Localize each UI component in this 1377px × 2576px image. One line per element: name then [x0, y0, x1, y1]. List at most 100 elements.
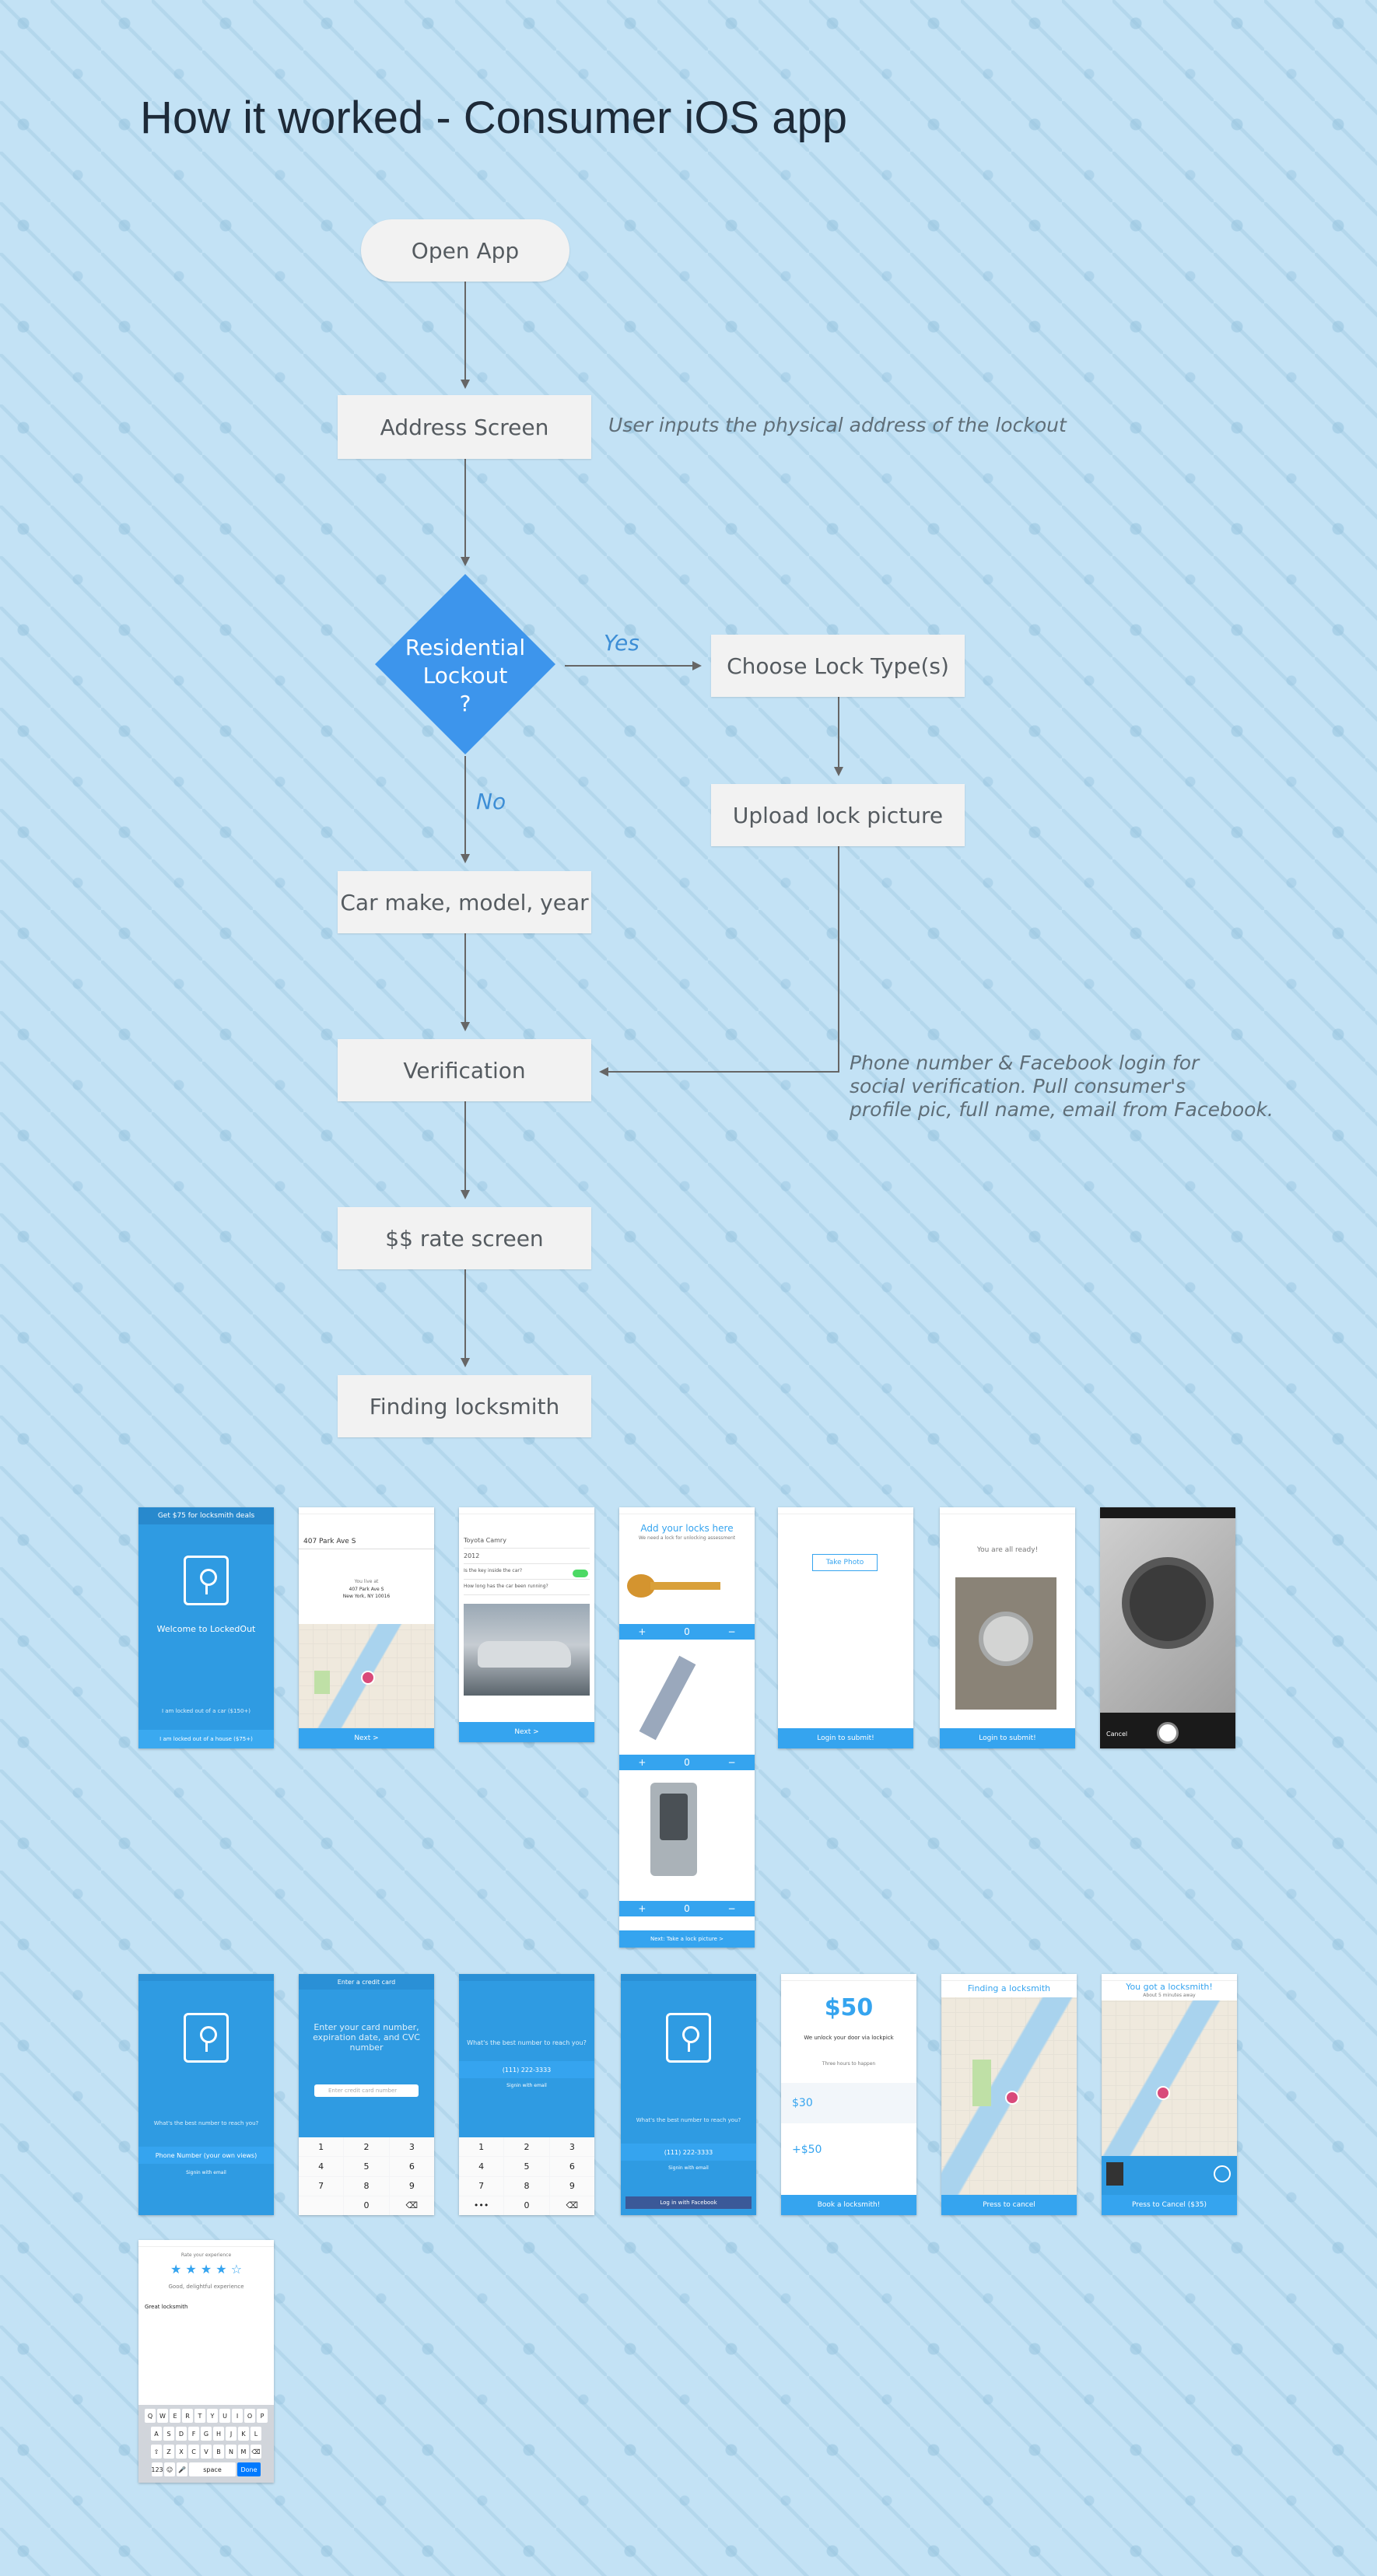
price-30: $30: [792, 2097, 813, 2109]
flow-connectors: [461, 282, 843, 1367]
price-option-50[interactable]: +$50: [781, 2130, 916, 2170]
no-label: No: [476, 789, 506, 814]
signin-email-link[interactable]: Signin with email: [186, 2170, 226, 2175]
call-icon[interactable]: [1214, 2165, 1231, 2182]
decision-label: Residential Lockout ?: [375, 634, 555, 718]
pin-quantity-stepper[interactable]: +0−: [619, 1755, 755, 1770]
verification-note-line-1: Phone number & Facebook login for: [850, 1052, 1200, 1074]
lock-types-subtitle: We need a lock for unlocking assessment: [638, 1535, 736, 1541]
car-lockout-button[interactable]: I am locked out of a car ($150+): [161, 1708, 251, 1714]
facebook-login-button[interactable]: Log in with Facebook: [625, 2196, 752, 2209]
lock-types-title: Add your locks here: [640, 1523, 734, 1534]
credit-card-prompt: Enter your card number, expiration date,…: [313, 2022, 420, 2053]
take-photo-button[interactable]: Take Photo: [812, 1554, 878, 1571]
key-inside-toggle-label: Is the key inside the car?: [464, 1568, 590, 1580]
decision-line-2: Lockout: [422, 663, 508, 688]
keypad-quantity: 0: [684, 1903, 690, 1914]
arrow-upload-to-verification: [599, 846, 839, 1076]
next-button[interactable]: Next >: [299, 1728, 434, 1748]
ready-text: You are all ready!: [976, 1546, 1039, 1554]
credit-card-header: Enter a credit card: [299, 1974, 434, 1990]
yes-label: Yes: [604, 630, 639, 656]
lock-logo-icon: [666, 2013, 711, 2063]
rate-screen-node: $$ rate screen: [338, 1207, 591, 1269]
phone-prompt-text: What's the best number to reach you?: [636, 2117, 741, 2123]
phone-prompt-text: What's the best number to reach you?: [467, 2039, 587, 2046]
residential-decision-diamond: [375, 574, 555, 754]
lock-logo-icon: [184, 1556, 229, 1605]
signin-email-link[interactable]: Signin with email: [506, 2083, 547, 2088]
finding-title: Finding a locksmith: [967, 1983, 1051, 1993]
page-title: How it worked - Consumer iOS app: [140, 93, 847, 143]
screen-found: You got a locksmith! About 5 minutes awa…: [1102, 1974, 1237, 2215]
screen-photo-ready: You are all ready! Login to submit!: [940, 1507, 1075, 1748]
book-locksmith-button[interactable]: Book a locksmith!: [781, 2195, 916, 2215]
car-year-field[interactable]: 2012: [464, 1552, 590, 1564]
locksmith-avatar: [1106, 2162, 1123, 2186]
next-take-picture-button[interactable]: Next: Take a lock picture >: [619, 1930, 755, 1948]
phone-input[interactable]: (111) 222-3333: [621, 2144, 756, 2161]
review-header: Rate your experience: [180, 2252, 232, 2258]
address-line-3: New York, NY 10016: [342, 1594, 391, 1599]
car-model-field[interactable]: Toyota Camry: [464, 1537, 590, 1549]
card-number-input[interactable]: Enter credit card number: [314, 2084, 419, 2097]
login-submit-button[interactable]: Login to submit!: [940, 1728, 1075, 1748]
car-photo: [464, 1604, 590, 1696]
next-button[interactable]: Next >: [459, 1722, 594, 1742]
key-quantity-stepper[interactable]: +0−: [619, 1624, 755, 1640]
verification-note: Phone number & Facebook login for social…: [850, 1052, 1274, 1122]
upload-picture-node: Upload lock picture: [711, 784, 965, 846]
price-plus-50: +$50: [792, 2144, 822, 2156]
login-submit-button[interactable]: Login to submit!: [778, 1728, 913, 1748]
decision-line-1: Residential: [405, 635, 526, 660]
lock-logo-icon: [184, 2013, 229, 2063]
rating-feedback: Good, delightful experience: [168, 2284, 244, 2290]
keypad-quantity-stepper[interactable]: +0−: [619, 1901, 755, 1916]
price-main: $50: [824, 1994, 874, 2021]
welcome-text: Welcome to LockedOut: [156, 1624, 256, 1634]
screen-phone-prompt: What's the best number to reach you? Pho…: [138, 1974, 274, 2215]
lock-type-node: Choose Lock Type(s): [711, 635, 965, 697]
camera-cancel-button[interactable]: Cancel: [1106, 1731, 1128, 1738]
verification-note-line-2: social verification. Pull consumer's: [850, 1075, 1186, 1097]
star-rating[interactable]: ★ ★ ★ ★ ☆: [170, 2262, 243, 2277]
cancel-locksmith-button[interactable]: Press to Cancel ($35): [1102, 2195, 1237, 2215]
open-app-node: Open App: [361, 219, 569, 282]
phone-prompt-text: What's the best number to reach you?: [153, 2120, 259, 2126]
price-option-30[interactable]: $30: [781, 2083, 916, 2123]
done-key[interactable]: Done: [237, 2462, 261, 2476]
cancel-search-button[interactable]: Press to cancel: [941, 2195, 1077, 2215]
phone-input[interactable]: (111) 222-3333: [459, 2061, 594, 2078]
shutter-button[interactable]: [1157, 1722, 1179, 1744]
screen-credit-card: Enter a credit card Enter your card numb…: [299, 1974, 434, 2215]
pin-key-image: [639, 1655, 696, 1741]
screen-lock-types: Add your locks here We need a lock for u…: [619, 1507, 755, 1948]
verification-node: Verification: [338, 1039, 591, 1101]
screen-phone-entry: What's the best number to reach you? (11…: [459, 1974, 594, 2215]
house-lockout-button[interactable]: I am locked out of a house ($75+): [138, 1730, 274, 1748]
found-title: You got a locksmith!: [1126, 1982, 1213, 1992]
price-tagline: Three hours to happen: [822, 2061, 876, 2067]
phone-number-button[interactable]: Phone Number (your own views): [138, 2147, 274, 2164]
screen-welcome: Get $75 for locksmith deals Welcome to L…: [138, 1507, 274, 1748]
key-inside-toggle[interactable]: [573, 1570, 588, 1577]
address-line-2: 407 Park Ave S: [349, 1587, 384, 1592]
review-textarea[interactable]: Great locksmith: [145, 2304, 188, 2310]
key-image: [627, 1570, 720, 1601]
keypad-lock-image: [650, 1783, 697, 1876]
running-time-field[interactable]: How long has the car been running?: [464, 1584, 590, 1595]
screen-facebook-login: What's the best number to reach you? (11…: [621, 1974, 756, 2215]
signin-email-link[interactable]: Signin with email: [668, 2165, 709, 2171]
screen-finding: Finding a locksmith Press to cancel: [941, 1974, 1077, 2215]
decision-line-3: ?: [459, 691, 471, 716]
space-key[interactable]: space: [189, 2462, 236, 2476]
address-input[interactable]: 407 Park Ave S: [299, 1514, 434, 1549]
screen-camera: Cancel: [1100, 1507, 1235, 1748]
finding-locksmith-node: Finding locksmith: [338, 1375, 591, 1437]
pin-quantity: 0: [684, 1757, 690, 1768]
screen-take-photo: Take Photo Login to submit!: [778, 1507, 913, 1748]
screen-address: 407 Park Ave S You live at 407 Park Ave …: [299, 1507, 434, 1748]
